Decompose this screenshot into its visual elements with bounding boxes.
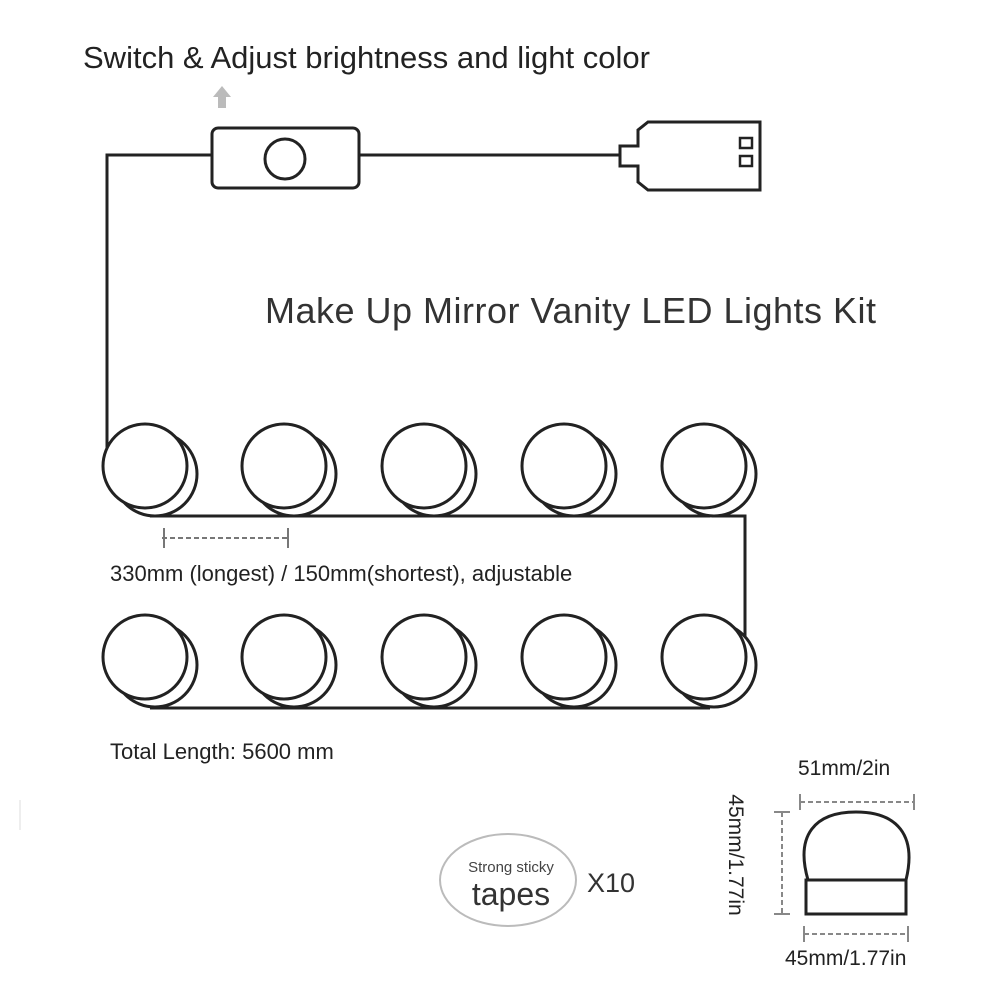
spacing-dimension-line <box>162 528 290 548</box>
bulb <box>660 422 758 518</box>
bulb-row-bottom <box>101 613 758 709</box>
bulb <box>660 613 758 709</box>
tape-badge <box>439 833 577 927</box>
bulb-dimension-drawing <box>774 794 915 942</box>
tape-big-text: tapes <box>471 876 551 912</box>
switch-label: Switch & Adjust brightness and light col… <box>83 40 650 75</box>
bulb <box>101 422 199 518</box>
bulb-width-top-label: 51mm/2in <box>798 757 891 780</box>
bulb <box>240 422 338 518</box>
bulb <box>380 613 478 709</box>
inline-switch-icon <box>210 126 361 190</box>
bulb <box>101 613 199 709</box>
bulb-height-label: 45mm/1.77in <box>724 794 747 916</box>
tape-quantity: X10 <box>587 868 636 898</box>
product-title: Make Up Mirror Vanity LED Lights Kit <box>265 290 877 331</box>
bulb-width-bottom-label: 45mm/1.77in <box>785 947 907 970</box>
tape-small-text: Strong sticky <box>468 859 554 876</box>
total-length-label: Total Length: 5600 mm <box>110 739 334 764</box>
bulb <box>380 422 478 518</box>
bulb <box>520 422 618 518</box>
usb-plug-icon <box>618 120 762 192</box>
bulb-row-top <box>101 422 758 518</box>
up-arrow-icon <box>213 86 231 108</box>
spacing-label: 330mm (longest) / 150mm(shortest), adjus… <box>110 561 573 586</box>
bulb <box>520 613 618 709</box>
bulb <box>240 613 338 709</box>
power-cable <box>105 153 620 450</box>
